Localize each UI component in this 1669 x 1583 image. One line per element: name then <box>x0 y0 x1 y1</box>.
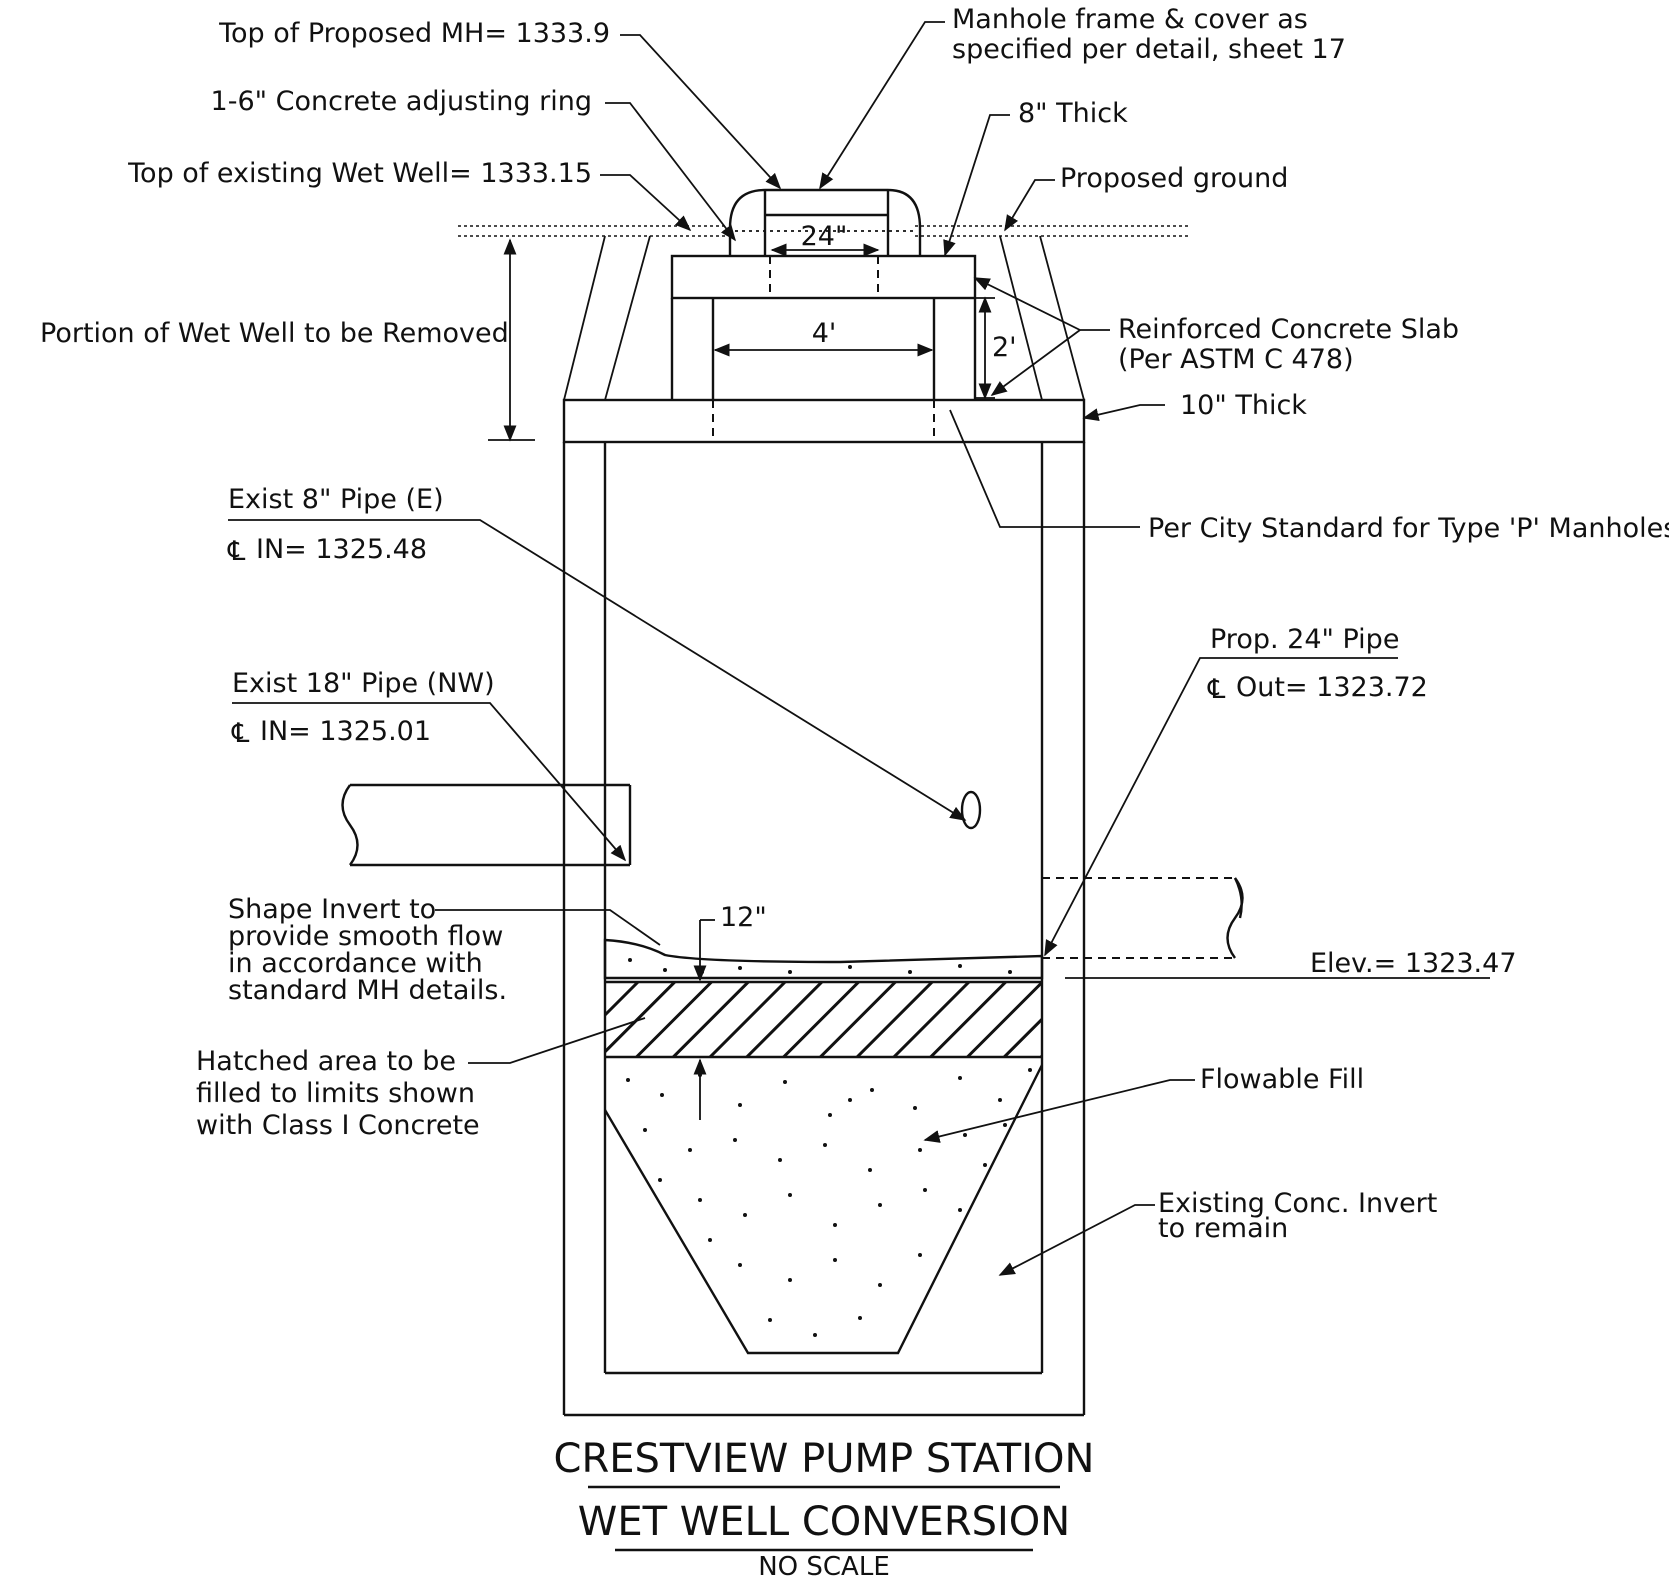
label-hatched-2: filled to limits shown <box>196 1078 475 1109</box>
wet-well-walls <box>562 442 1086 1417</box>
leaders <box>228 21 1398 1276</box>
label-shape-invert-2: provide smooth flow <box>228 921 503 952</box>
shaped-invert <box>603 938 1044 980</box>
label-exist-18-pipe: Exist 18" Pipe (NW) <box>232 668 495 699</box>
label-shape-invert-3: in accordance with <box>228 948 483 979</box>
cl-symbol-18: ℄ <box>231 718 250 749</box>
label-flowable-fill: Flowable Fill <box>1200 1064 1364 1095</box>
label-elev: Elev.= 1323.47 <box>1310 948 1517 979</box>
label-dim-4ft: 4' <box>812 318 837 349</box>
label-exist-8-pipe: Exist 8" Pipe (E) <box>228 484 444 515</box>
prop-24-pipe <box>1042 877 1244 959</box>
label-dim-24: 24" <box>801 221 848 252</box>
label-dim-2ft: 2' <box>992 332 1017 363</box>
label-shape-invert-4: standard MH details. <box>228 975 507 1006</box>
label-top-proposed-mh: Top of Proposed MH= 1333.9 <box>218 18 610 49</box>
label-8-thick: 8" Thick <box>1018 98 1128 129</box>
title-scale: NO SCALE <box>758 1552 890 1582</box>
label-top-existing-wet-well: Top of existing Wet Well= 1333.15 <box>127 158 592 189</box>
label-frame-cover-2: specified per detail, sheet 17 <box>952 34 1346 65</box>
cl-symbol-8: ℄ <box>227 536 246 567</box>
label-existing-invert-2: to remain <box>1158 1213 1288 1244</box>
label-frame-cover-1: Manhole frame & cover as <box>952 4 1308 35</box>
exist-8-pipe-end <box>960 790 982 830</box>
label-hatched-3: with Class I Concrete <box>196 1110 480 1141</box>
reinforced-slab-bottom <box>562 398 1086 444</box>
label-existing-invert-1: Existing Conc. Invert <box>1158 1188 1437 1219</box>
cl-symbol-24: ℄ <box>1207 674 1226 705</box>
label-prop-24-out: Out= 1323.72 <box>1236 672 1428 703</box>
invert-dots <box>628 958 1012 974</box>
flowable-fill <box>603 1064 1044 1355</box>
label-proposed-ground: Proposed ground <box>1060 163 1288 194</box>
label-exist-8-in: IN= 1325.48 <box>256 534 427 565</box>
label-adjusting-ring: 1-6" Concrete adjusting ring <box>211 86 592 117</box>
title-line-1: CRESTVIEW PUMP STATION <box>554 1436 1095 1482</box>
label-slab-2: (Per ASTM C 478) <box>1118 344 1354 375</box>
label-10-thick: 10" Thick <box>1180 390 1307 421</box>
label-prop-24-pipe: Prop. 24" Pipe <box>1210 624 1399 655</box>
title-line-2: WET WELL CONVERSION <box>578 1499 1070 1545</box>
label-dim-12: 12" <box>720 902 767 933</box>
manhole-frame-cover <box>728 188 922 256</box>
label-exist-18-in: IN= 1325.01 <box>260 716 431 747</box>
label-shape-invert-1: Shape Invert to <box>228 894 436 925</box>
label-city-standard: Per City Standard for Type 'P' Manholes <box>1148 513 1669 544</box>
label-hatched-1: Hatched area to be <box>196 1046 456 1077</box>
hatched-concrete <box>605 982 1042 1057</box>
label-slab-1: Reinforced Concrete Slab <box>1118 314 1459 345</box>
reinforced-slab-top <box>670 254 977 300</box>
exist-18-pipe <box>341 783 632 867</box>
manhole-riser <box>670 298 977 400</box>
removed-portion-lines <box>563 235 1085 401</box>
label-portion-removed: Portion of Wet Well to be Removed <box>40 318 509 349</box>
dimensions <box>488 238 995 1120</box>
